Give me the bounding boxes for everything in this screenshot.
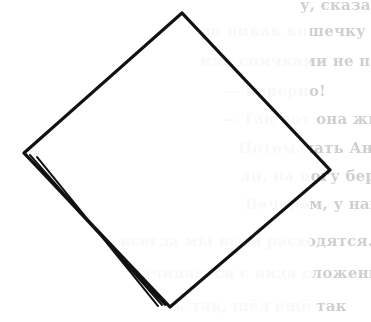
page: у, сказанное, ш никак кошечку нашли или … (0, 0, 371, 322)
folded-paper-diagram (0, 0, 371, 322)
